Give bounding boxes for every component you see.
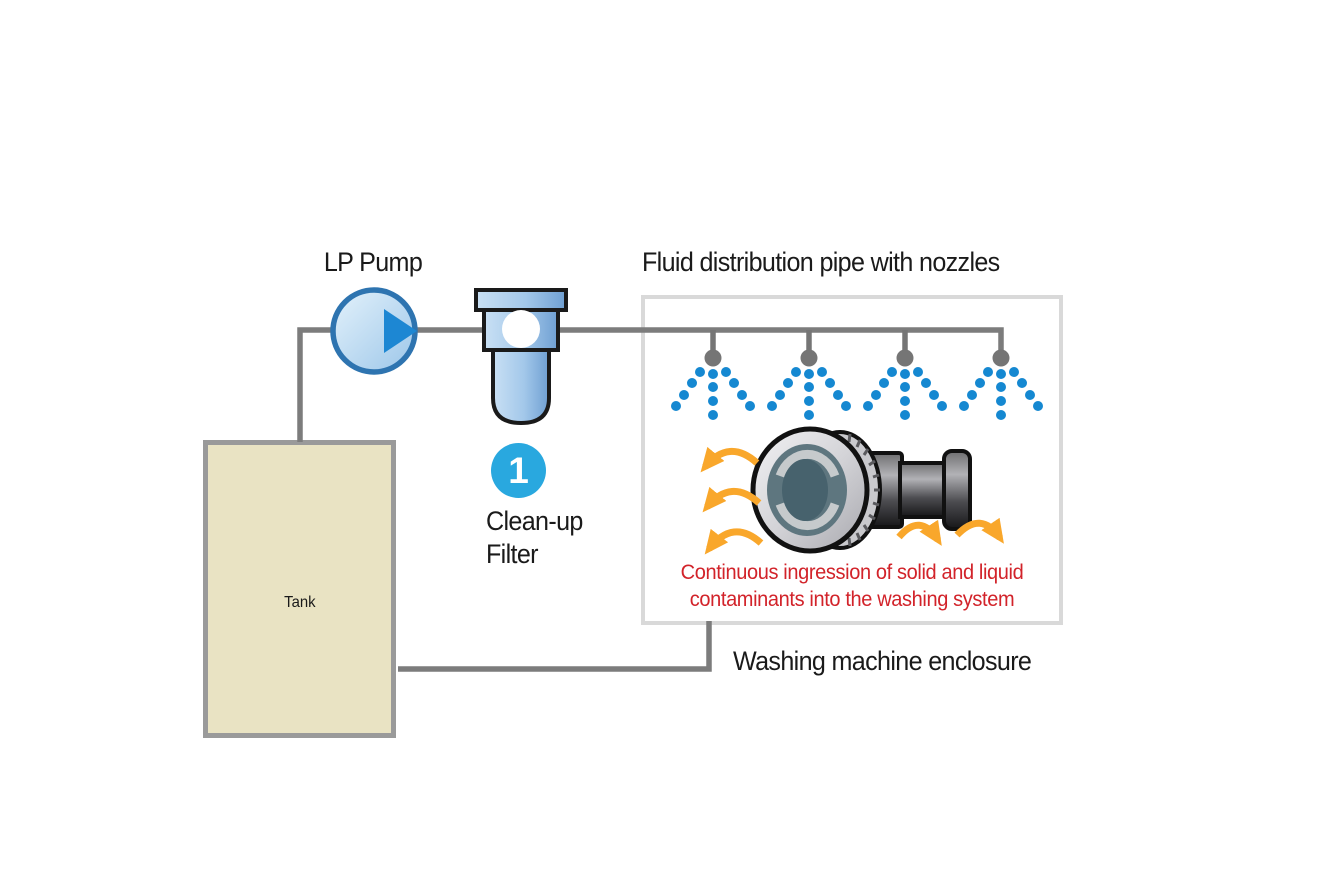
distribution-pipe-label: Fluid distribution pipe with nozzles bbox=[642, 247, 1000, 277]
filter-icon bbox=[474, 288, 568, 426]
warning-line2: contaminants into the washing system bbox=[689, 587, 1015, 611]
warning-line1: Continuous ingression of solid and liqui… bbox=[680, 560, 1024, 584]
return-pipe bbox=[398, 621, 712, 672]
knurl-ribs bbox=[847, 433, 880, 547]
spray-dots bbox=[671, 367, 1043, 420]
splash-arrow-icons bbox=[700, 446, 1004, 555]
filter-label-line2: Filter bbox=[486, 539, 539, 569]
contamination-warning: Continuous ingression of solid and liqui… bbox=[656, 559, 1048, 613]
filter-label-line1: Clean-up bbox=[486, 506, 583, 536]
filter-label: Clean-up Filter bbox=[486, 505, 583, 571]
pump-icon bbox=[330, 287, 418, 375]
enclosure-label: Washing machine enclosure bbox=[733, 646, 1032, 676]
filter-step-number: 1 bbox=[508, 449, 529, 491]
nozzle-icons bbox=[704, 349, 1010, 367]
supply-pipe bbox=[297, 327, 1004, 442]
nozzle-drop-pipes bbox=[710, 330, 908, 352]
tank: Tank bbox=[203, 440, 396, 738]
pump-label: LP Pump bbox=[323, 247, 423, 277]
workpiece-icon bbox=[750, 426, 972, 554]
tank-label: Tank bbox=[283, 594, 316, 611]
filter-step-badge: 1 bbox=[491, 443, 546, 498]
